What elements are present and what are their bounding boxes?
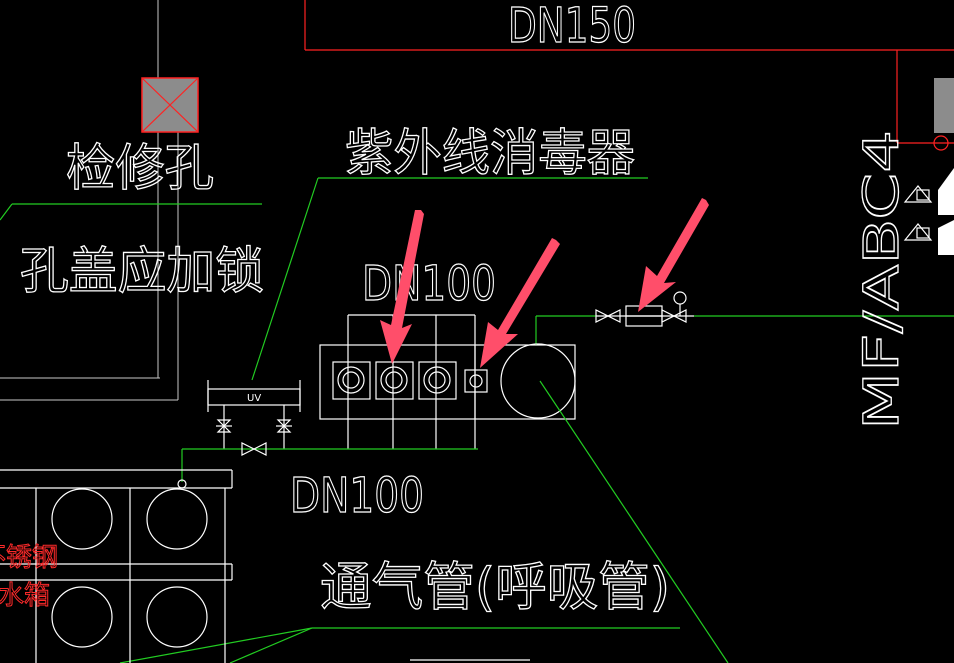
equipment-block <box>319 314 596 449</box>
access-hole-group: 检修孔 孔盖应加锁 <box>0 0 265 401</box>
pipe-label-dn150: DN150 <box>508 0 636 54</box>
label-tank-line2: 水箱 <box>0 581 50 611</box>
annotation-arrow-icon <box>380 210 424 364</box>
pipe-label-dn100-upper: DN100 <box>362 256 496 312</box>
gate-valve-icon <box>595 309 621 323</box>
vent-pipe-group: 通气管(呼吸管) <box>119 380 729 663</box>
gate-valve-icon <box>276 419 292 433</box>
label-vent-pipe: 通气管(呼吸管) <box>320 558 670 618</box>
gate-valve-icon <box>241 442 267 456</box>
uv-unit-group: UV <box>177 380 478 489</box>
uv-sterilizer-label-group: 紫外线消毒器 <box>251 123 648 381</box>
annotation-arrow-icon <box>480 238 560 368</box>
inlet-valve-group <box>595 291 954 327</box>
label-uv-sterilizer: 紫外线消毒器 <box>345 124 635 182</box>
label-tank-line1: 不锈钢 <box>0 543 58 573</box>
top-pipe-group: DN150 <box>304 0 954 151</box>
pipe-label-dn100-lower: DN100 <box>290 468 424 524</box>
pressure-gauge-icon <box>673 291 687 305</box>
label-access-hole: 检修孔 <box>66 139 214 197</box>
annotation-arrow-icon <box>638 198 709 312</box>
uv-box-label: UV <box>247 393 261 404</box>
gray-block-right <box>934 78 954 133</box>
extinguisher-group: MF/ABC4 <box>853 129 954 431</box>
water-tank-group: 不锈钢 水箱 <box>0 469 233 663</box>
label-cover-lock: 孔盖应加锁 <box>20 242 264 300</box>
annotation-arrows <box>380 198 709 368</box>
label-extinguisher: MF/ABC4 <box>854 130 910 430</box>
gate-valve-icon <box>216 419 232 433</box>
